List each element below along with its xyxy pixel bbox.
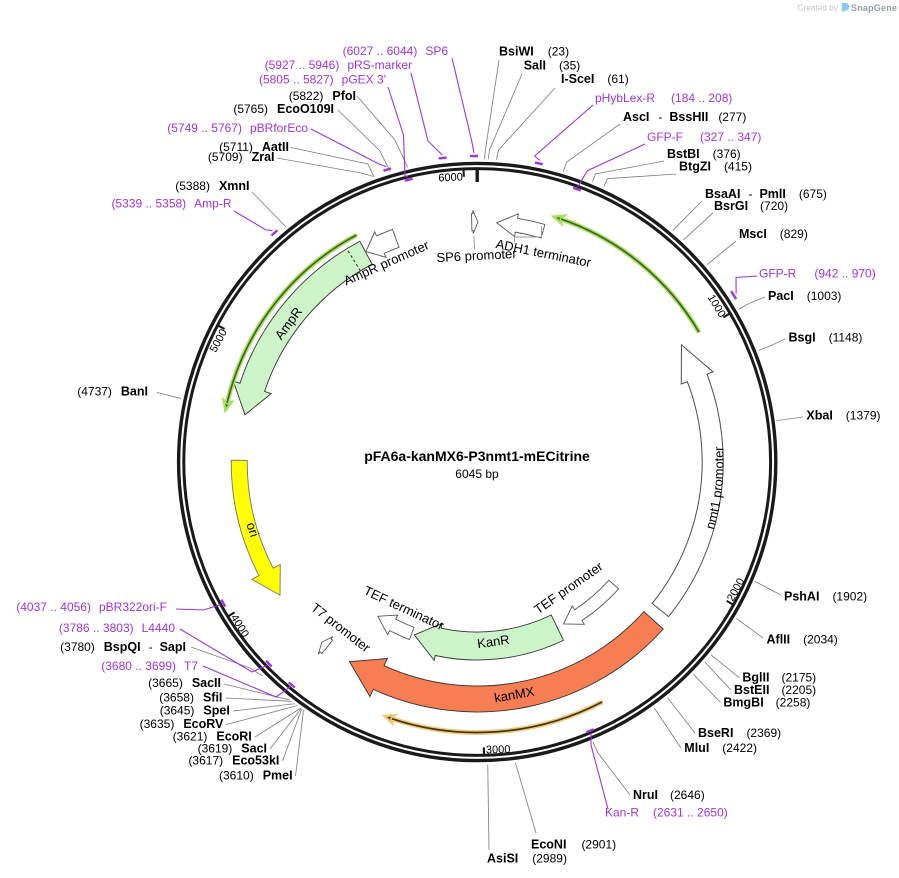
svg-text:Kan-R(2631 .. 2650): Kan-R(2631 .. 2650)	[605, 806, 728, 820]
svg-text:(3621)EcoRI: (3621)EcoRI	[173, 729, 252, 743]
svg-text:(4737)BanI: (4737)BanI	[77, 385, 148, 399]
svg-text:(3610)PmeI: (3610)PmeI	[219, 769, 293, 783]
svg-text:I-SceI(61): I-SceI(61)	[561, 72, 629, 86]
svg-text:(3635)EcoRV: (3635)EcoRV	[140, 717, 224, 731]
svg-text:BstBI(376): BstBI(376)	[667, 147, 741, 161]
svg-text:BseRI(2369): BseRI(2369)	[698, 726, 781, 740]
svg-text:KanR: KanR	[476, 632, 510, 651]
svg-text:(3680 .. 3699)T7: (3680 .. 3699)T7	[101, 659, 198, 673]
svg-text:(5339 .. 5358)Amp-R: (5339 .. 5358)Amp-R	[111, 197, 231, 211]
svg-text:EcoNI(2901): EcoNI(2901)	[531, 838, 616, 852]
svg-text:SnapGene: SnapGene	[851, 3, 897, 13]
svg-text:SP6 promoter: SP6 promoter	[436, 246, 518, 265]
svg-text:(6027 .. 6044)SP6: (6027 .. 6044)SP6	[343, 44, 449, 58]
svg-text:BmgBI(2258): BmgBI(2258)	[723, 696, 810, 710]
svg-text:Created by: Created by	[797, 3, 838, 13]
svg-text:(5822)PfoI: (5822)PfoI	[289, 89, 356, 103]
svg-text:(3780)BspQI-SapI: (3780)BspQI-SapI	[60, 640, 186, 654]
svg-text:(5805 .. 5827)pGEX 3': (5805 .. 5827)pGEX 3'	[259, 73, 386, 87]
svg-text:(3658)SfiI: (3658)SfiI	[159, 691, 222, 705]
svg-text:ori: ori	[243, 520, 262, 538]
svg-text:6000: 6000	[438, 171, 463, 184]
svg-text:BsrGI(720): BsrGI(720)	[714, 199, 788, 213]
svg-text:SalI(35): SalI(35)	[524, 59, 581, 73]
svg-text:BsaAI-PmlI(675): BsaAI-PmlI(675)	[705, 187, 827, 201]
svg-text:(5709)ZraI: (5709)ZraI	[208, 150, 275, 164]
svg-text:XbaI(1379): XbaI(1379)	[806, 409, 880, 423]
svg-text:AsiSI(2989): AsiSI(2989)	[487, 852, 567, 866]
svg-text:MluI(2422): MluI(2422)	[684, 741, 757, 755]
svg-text:GFP-R(942 .. 970): GFP-R(942 .. 970)	[759, 267, 876, 281]
svg-text:(4037 .. 4056)pBR322ori-F: (4037 .. 4056)pBR322ori-F	[16, 600, 167, 614]
svg-text:BtgZI(415): BtgZI(415)	[679, 160, 752, 174]
svg-text:PshAI(1902): PshAI(1902)	[784, 590, 867, 604]
svg-text:pHybLex-R(184 .. 208): pHybLex-R(184 .. 208)	[595, 91, 732, 105]
svg-text:MscI(829): MscI(829)	[739, 227, 808, 241]
svg-text:BsgI(1148): BsgI(1148)	[789, 331, 863, 345]
svg-text:kanMX: kanMX	[493, 684, 536, 706]
svg-text:NruI(2646): NruI(2646)	[633, 788, 705, 802]
svg-text:(3617)Eco53kI: (3617)Eco53kI	[188, 754, 279, 768]
svg-text:AscI-BssHII(277): AscI-BssHII(277)	[623, 110, 746, 124]
svg-text:(5711)AatII: (5711)AatII	[219, 140, 289, 154]
svg-text:(3619)SacI: (3619)SacI	[198, 742, 267, 756]
svg-text:(5388)XmnI: (5388)XmnI	[175, 179, 249, 193]
svg-text:(3645)SpeI: (3645)SpeI	[160, 704, 230, 718]
svg-text:(5749 .. 5767)pBRforEco: (5749 .. 5767)pBRforEco	[167, 121, 308, 135]
svg-text:(5927 .. 5946)pRS-marker: (5927 .. 5946)pRS-marker	[265, 58, 412, 72]
svg-text:PacI(1003): PacI(1003)	[768, 289, 841, 303]
svg-text:AflII(2034): AflII(2034)	[767, 633, 838, 647]
svg-text:BglII(2175): BglII(2175)	[742, 671, 816, 685]
svg-text:3000: 3000	[486, 744, 511, 757]
svg-text:(3665)SacII: (3665)SacII	[148, 676, 221, 690]
svg-text:6045 bp: 6045 bp	[455, 467, 499, 481]
svg-text:(3786 .. 3803)L4440: (3786 .. 3803)L4440	[59, 621, 175, 635]
svg-text:BsiWI(23): BsiWI(23)	[499, 45, 569, 59]
svg-text:BstEII(2205): BstEII(2205)	[734, 683, 816, 697]
svg-text:(5765)EcoO109I: (5765)EcoO109I	[233, 102, 334, 116]
svg-text:GFP-F(327 .. 347): GFP-F(327 .. 347)	[647, 130, 761, 144]
svg-text:pFA6a-kanMX6-P3nmt1-mECitrine: pFA6a-kanMX6-P3nmt1-mECitrine	[364, 448, 590, 464]
